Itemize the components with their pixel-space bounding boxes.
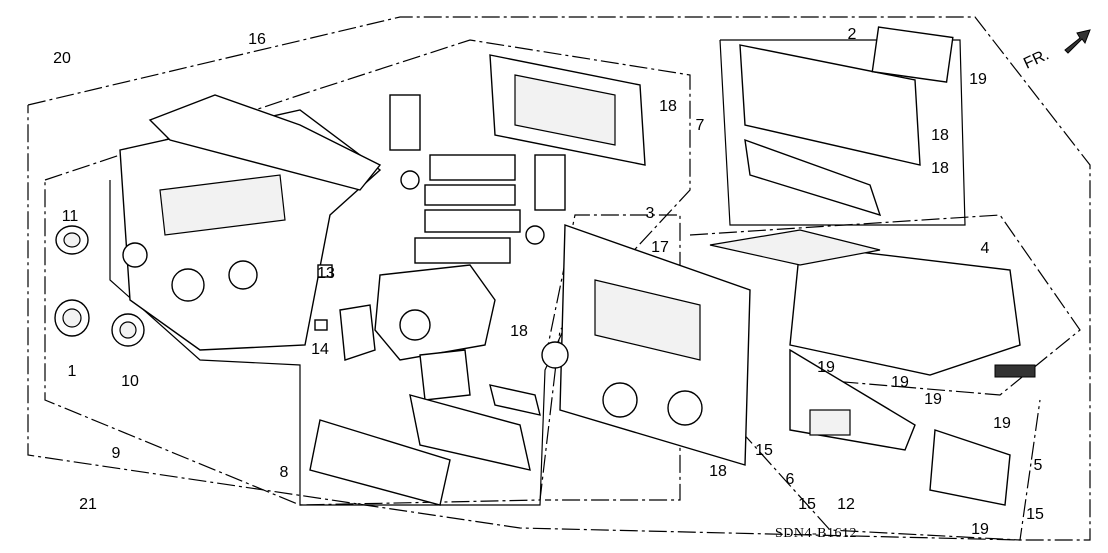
audio-unit-top	[709, 229, 881, 266]
frame-7-lower	[744, 138, 882, 217]
callout-19: 19	[817, 359, 835, 376]
callout-19: 19	[924, 391, 942, 408]
face-panel-display	[159, 174, 286, 236]
callout-5: 5	[1034, 457, 1043, 474]
callout-15: 15	[1026, 506, 1044, 523]
callout-11: 11	[62, 208, 79, 225]
callout-2: 2	[848, 26, 857, 43]
bracket-6-window	[809, 409, 851, 436]
callout-14: 14	[311, 341, 329, 358]
front-direction-label: FR.	[1021, 46, 1052, 72]
control-knob	[602, 382, 638, 418]
small-bracket	[489, 384, 541, 416]
callout-19: 19	[969, 71, 987, 88]
button-knob	[400, 170, 420, 190]
callout-6: 6	[786, 471, 795, 488]
control-knob	[541, 341, 569, 369]
callout-10: 10	[121, 373, 139, 390]
button-block	[419, 349, 471, 401]
label-plate	[994, 364, 1036, 378]
button-row	[414, 237, 511, 264]
frame-7	[739, 44, 921, 166]
callout-9: 9	[112, 445, 121, 462]
callout-13: 13	[317, 265, 335, 282]
face-knob-hole	[228, 260, 258, 290]
control-knob	[667, 390, 703, 426]
bottom-switch-8	[309, 419, 451, 506]
callout-15: 15	[755, 442, 773, 459]
callout-18: 18	[709, 463, 727, 480]
callout-20: 20	[53, 50, 71, 67]
callout-8: 8	[280, 464, 289, 481]
hazard-switch	[339, 304, 376, 361]
control-unit	[374, 264, 496, 361]
callout-16: 16	[248, 31, 266, 48]
knob-11-center	[63, 232, 81, 248]
callout-19: 19	[993, 415, 1011, 432]
callout-18: 18	[931, 160, 949, 177]
face-knob-hole	[171, 268, 205, 302]
bracket	[409, 394, 531, 471]
callout-18: 18	[510, 323, 528, 340]
diagram-code: SDN4-B1612	[775, 526, 857, 541]
callout-3: 3	[646, 205, 655, 222]
callout-4: 4	[981, 240, 990, 257]
callout-19: 19	[891, 374, 909, 391]
button-row	[424, 209, 521, 233]
clip-14	[314, 319, 328, 331]
boundary-4	[689, 214, 1081, 396]
display-window	[514, 74, 616, 146]
button-knob	[525, 225, 545, 245]
boundary-5	[739, 399, 1041, 541]
callout-7: 7	[696, 117, 705, 134]
callout-18: 18	[659, 98, 677, 115]
audio-unit-4	[789, 244, 1021, 376]
knob-1-center	[62, 308, 82, 328]
control-panel-display	[594, 279, 701, 361]
control-knob	[399, 309, 431, 341]
boundary-21	[27, 16, 1091, 541]
callout-18: 18	[931, 127, 949, 144]
switch-buttons	[389, 94, 566, 264]
callout-15: 15	[798, 496, 816, 513]
callout-1: 1	[68, 363, 77, 380]
clip-13	[317, 264, 333, 278]
knob-10-center	[119, 321, 137, 339]
module-2	[871, 26, 954, 83]
face-panel-top-bracket	[148, 94, 382, 191]
button-row	[429, 154, 516, 181]
bracket-5	[929, 429, 1011, 506]
callout-12: 12	[837, 496, 855, 513]
boundary-inner	[109, 180, 601, 506]
callout-labels: 2016111101314921818183171821971818419191…	[53, 26, 1044, 538]
face-knob-hole	[122, 242, 148, 268]
button-stack	[389, 94, 421, 151]
callout-19: 19	[971, 521, 989, 538]
button-row	[424, 184, 516, 206]
callout-17: 17	[651, 239, 669, 256]
callout-21: 21	[79, 496, 97, 513]
front-arrow-icon	[1064, 29, 1091, 54]
button-stack	[534, 154, 566, 211]
